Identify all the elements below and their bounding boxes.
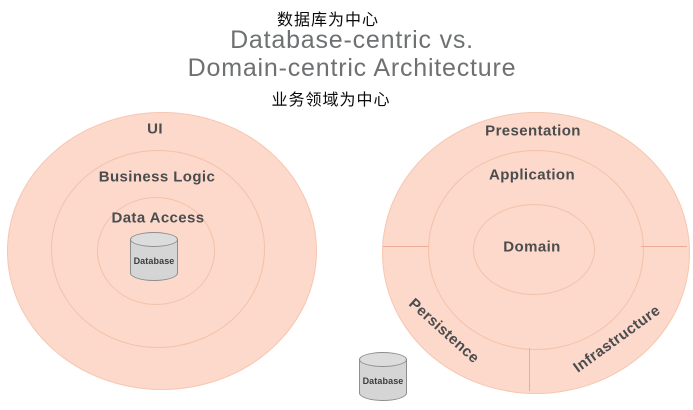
ring-label-ui: UI xyxy=(147,120,163,138)
ring-label-presentation: Presentation xyxy=(485,122,581,140)
cylinder-top-ellipse xyxy=(130,232,178,247)
cylinder-top-ellipse xyxy=(359,352,407,367)
left-middle-circle-business-logic xyxy=(51,150,265,348)
divider-bottom-vertical xyxy=(529,348,530,391)
database-label-left: Database xyxy=(133,256,175,266)
page-title: Database-centric vs. Domain-centric Arch… xyxy=(188,26,517,82)
ring-label-data-access: Data Access xyxy=(111,209,205,227)
caption-domain-centric-cn: 业务领域为中心 xyxy=(271,92,391,109)
database-cylinder-icon-right: Database xyxy=(359,352,407,402)
left-inner-circle-data-access xyxy=(97,197,215,305)
ring-label-business-logic: Business Logic xyxy=(98,168,216,186)
title-line-1: Database-centric vs. xyxy=(230,26,474,54)
divider-right-horizontal xyxy=(641,246,687,247)
right-middle-circle-application xyxy=(428,150,644,350)
title-line-2: Domain-centric Architecture xyxy=(187,54,517,82)
right-inner-circle-domain xyxy=(473,204,595,295)
database-cylinder-icon-left: Database xyxy=(130,232,178,282)
database-label-right: Database xyxy=(362,376,404,386)
ring-label-application: Application xyxy=(488,166,576,184)
caption-database-centric-cn: 数据库为中心 xyxy=(276,12,380,29)
divider-left-horizontal xyxy=(383,246,429,247)
ring-label-domain: Domain xyxy=(503,238,561,256)
